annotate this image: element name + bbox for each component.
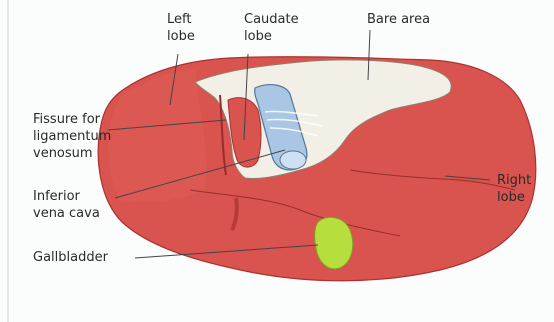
gallbladder-shape <box>315 217 353 269</box>
label-inferior-vena-cava: Inferior vena cava <box>33 188 100 222</box>
label-caudate-lobe: Caudate lobe <box>244 11 299 45</box>
ivc-opening <box>280 151 306 169</box>
label-left-lobe: Left lobe <box>167 11 195 45</box>
label-right-lobe: Right lobe <box>497 172 531 206</box>
label-fissure: Fissure for ligamentum venosum <box>33 111 111 162</box>
label-gallbladder: Gallbladder <box>33 249 108 266</box>
label-bare-area: Bare area <box>367 11 430 28</box>
